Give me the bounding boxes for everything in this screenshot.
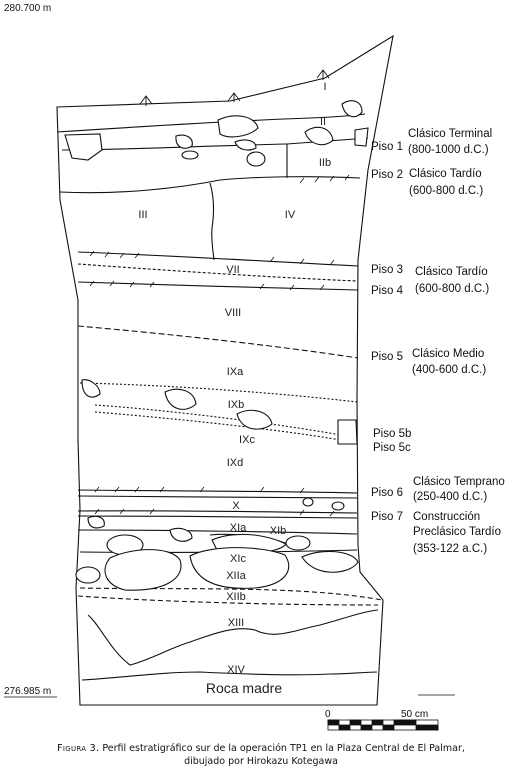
bedrock-surface	[81, 671, 378, 681]
floor-5-label: Piso 5	[371, 351, 403, 363]
period-temprano-name: Clásico Temprano	[413, 476, 505, 488]
layer-IXd-label: IXd	[227, 457, 244, 469]
layer-XIII-label: XIII	[228, 617, 245, 629]
layer-X-label: X	[232, 500, 240, 512]
period-preclasico-line-1: Construcción	[413, 511, 480, 523]
boundary-piso7-b	[77, 515, 358, 519]
layer-XIc-label: XIc	[230, 553, 246, 565]
period-tardio-2-dates: (600-800 d.C.)	[415, 283, 489, 295]
floor-5b-label: Piso 5b	[373, 428, 411, 440]
boundary-piso5c	[94, 411, 358, 444]
floor-3-label: Piso 3	[371, 264, 403, 276]
layer-IXa-label: IXa	[227, 366, 244, 378]
caption-text-1: Perfil estratigráfico sur de la operació…	[102, 743, 465, 754]
boundary-piso7-a	[77, 510, 358, 514]
layer-XIa-label: XIa	[230, 522, 247, 534]
caption-figure-number: Figura 3.	[57, 743, 100, 754]
boundary-piso2	[59, 176, 361, 194]
layer-XIIa-label: XIIa	[226, 570, 246, 582]
floor-1-label: Piso 1	[371, 141, 403, 153]
period-tardio-2-name: Clásico Tardío	[415, 266, 488, 278]
boundary-I-II	[56, 113, 366, 133]
layer-XIb-label: XIb	[270, 525, 287, 537]
boundary-IXa-IXb	[79, 382, 358, 403]
top-elevation: 280.700 m	[4, 3, 52, 14]
floor-5c-label: Piso 5c	[373, 442, 411, 454]
layer-VII-label: VII	[226, 264, 239, 276]
floor-4-label: Piso 4	[371, 285, 404, 297]
scale-end-label: 50 cm	[401, 709, 428, 720]
period-preclasico-line-2: Preclásico Tardío	[413, 526, 501, 538]
figure-caption: Figura 3. Perfil estratigráfico sur de l…	[0, 742, 522, 768]
bottom-elevation: 276.985 m	[4, 686, 52, 697]
layer-XIIb-label: XIIb	[226, 591, 246, 603]
caption-line-2: dibujado por Hirokazu Kotegawa	[184, 756, 338, 767]
floor-7-label: Piso 7	[371, 511, 403, 523]
boundary-VII-a	[77, 263, 359, 282]
period-terminal-dates: (800-1000 d.C.)	[408, 144, 489, 156]
boundary-piso4	[77, 281, 359, 291]
period-tardio-1-name: Clásico Tardío	[409, 168, 482, 180]
boundary-III-IV	[209, 182, 215, 261]
boundary-VIII-IXa	[77, 325, 359, 359]
boundary-XIII-XIV	[87, 609, 379, 666]
period-tardio-1-dates: (600-800 d.C.)	[409, 185, 483, 197]
layer-XIV-label: XIV	[227, 664, 245, 676]
layer-IIb-label: IIb	[319, 157, 331, 169]
layer-IV-label: IV	[285, 209, 296, 221]
layer-IXb-label: IXb	[228, 399, 245, 411]
boundary-IXb-IXc	[94, 404, 358, 439]
layer-IXc-label: IXc	[239, 434, 255, 446]
boundary-XIIa-b	[79, 587, 383, 601]
vegetation-marks	[139, 69, 330, 106]
layer-III-label: III	[138, 209, 147, 221]
period-terminal-name: Clásico Terminal	[408, 128, 492, 140]
scale-zero-label: 0	[325, 709, 331, 720]
boundary-XIIb-XIII	[77, 595, 379, 606]
period-preclasico-dates: (353-122 a.C.)	[413, 543, 487, 555]
bedrock-label: Roca madre	[206, 680, 282, 696]
floor-2-label: Piso 2	[371, 169, 403, 181]
boundary-piso6-b	[77, 495, 358, 499]
layer-I-label: I	[323, 81, 326, 93]
floor-hatches	[89, 174, 350, 517]
scale-bar	[327, 719, 439, 731]
boundary-piso6-a	[77, 489, 358, 494]
layer-II-label: II	[320, 116, 326, 128]
boundary-XI	[77, 529, 358, 535]
floor-6-label: Piso 6	[371, 487, 403, 499]
layer-VIII-label: VIII	[225, 307, 242, 319]
boundary-piso3	[77, 251, 359, 267]
period-medio-dates: (400-600 d.C.)	[412, 364, 486, 376]
stones	[64, 100, 369, 591]
profile-outline	[56, 34, 394, 706]
period-temprano-dates: (250-400 d.C.)	[413, 491, 487, 503]
caption-line-1: Figura 3. Perfil estratigráfico sur de l…	[0, 742, 522, 755]
period-medio-name: Clásico Medio	[412, 348, 484, 360]
